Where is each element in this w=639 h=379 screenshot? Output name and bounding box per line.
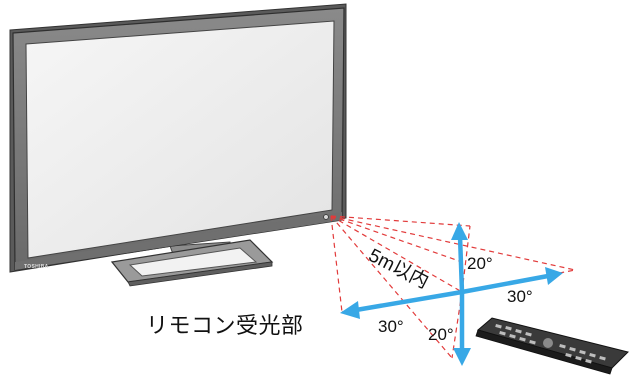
angle-down-label: 20° <box>428 325 454 344</box>
tv <box>9 3 347 287</box>
remote-sensor <box>323 214 329 220</box>
arrow-right <box>461 273 549 295</box>
remote-control <box>475 317 629 375</box>
angle-arrows <box>340 222 563 366</box>
arrowhead-up-icon <box>451 222 468 240</box>
tv-screen <box>25 20 335 259</box>
arrow-left <box>355 289 463 313</box>
arrowhead-right-icon <box>545 267 563 285</box>
tv-stand <box>110 239 274 287</box>
angle-up-label: 20° <box>467 254 493 273</box>
angle-right-label: 30° <box>507 287 533 306</box>
sensor-label: リモコン受光部 <box>146 313 304 338</box>
angle-left-label: 30° <box>378 317 404 336</box>
arrowhead-left-icon <box>340 301 360 319</box>
arrowhead-down-icon <box>453 348 471 366</box>
tv-brand-text: TOSHIBA <box>24 264 49 270</box>
remote-buttons <box>495 324 606 364</box>
arrow-up <box>457 235 465 293</box>
